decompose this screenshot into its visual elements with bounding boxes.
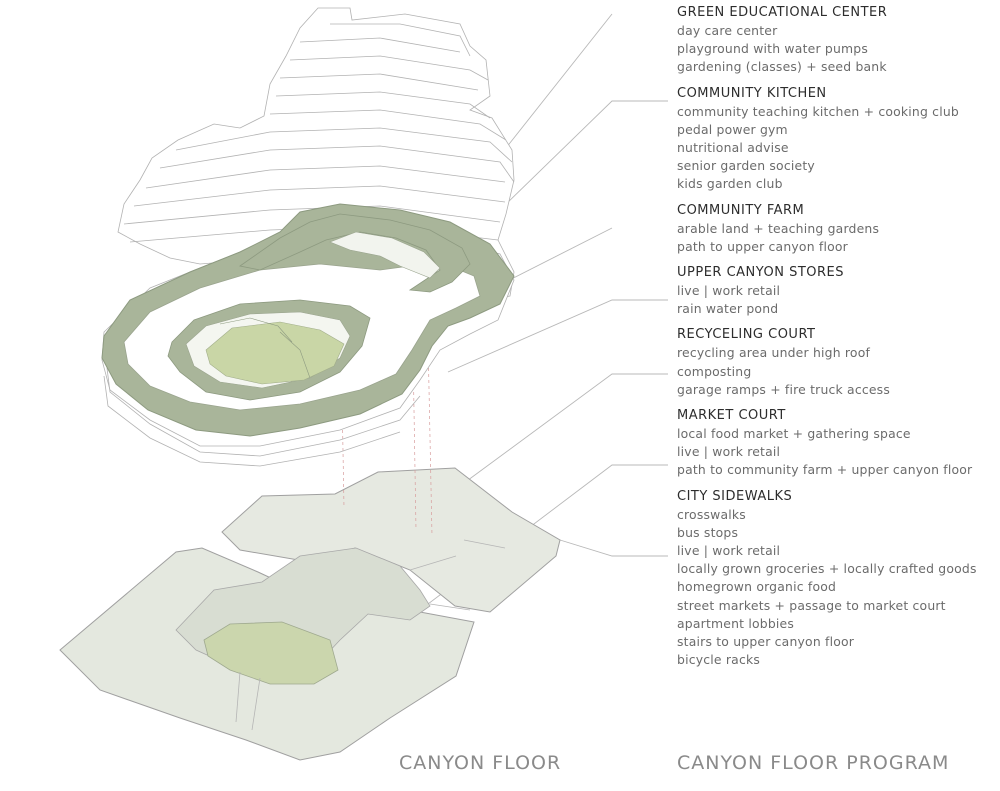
list-item: path to community farm + upper canyon fl… (677, 462, 973, 478)
program-list: GREEN EDUCATIONAL CENTER day care center… (677, 4, 997, 669)
list-item: live | work retail (677, 543, 781, 559)
list-item: rain water pond (677, 301, 779, 317)
leader-line (559, 539, 668, 557)
program-section-community-farm: COMMUNITY FARM arable land + teaching ga… (677, 202, 997, 256)
list-item: live | work retail (677, 444, 781, 460)
list-item: nutritional advise (677, 140, 789, 156)
street-lines (235, 539, 506, 731)
program-section-city-sidewalks: CITY SIDEWALKS crosswalks bus stops live… (677, 488, 997, 670)
list-item: homegrown organic food (677, 579, 837, 595)
list-item: kids garden club (677, 176, 783, 192)
list-item: street markets + passage to market court (677, 597, 946, 613)
leader-line (447, 299, 668, 373)
list-item: bus stops (677, 524, 739, 540)
section-heading: MARKET COURT (677, 408, 786, 424)
list-item: path to upper canyon floor (677, 238, 848, 254)
green-court (203, 621, 339, 685)
section-heading: RECYCELING COURT (677, 327, 816, 343)
list-item: playground with water pumps (677, 41, 868, 57)
leader-line (459, 373, 668, 487)
list-item: stairs to upper canyon floor (677, 634, 855, 650)
list-item: arable land + teaching gardens (677, 220, 880, 236)
section-heading: UPPER CANYON STORES (677, 265, 845, 281)
list-item: pedal power gym (677, 121, 788, 137)
program-section-community-kitchen: COMMUNITY KITCHEN community teaching kit… (677, 85, 997, 194)
section-heading: GREEN EDUCATIONAL CENTER (677, 5, 888, 20)
leader-line (337, 464, 668, 673)
section-heading: COMMUNITY FARM (677, 202, 805, 218)
list-item: composting (677, 363, 752, 379)
section-heading: CITY SIDEWALKS (677, 488, 793, 504)
list-item: day care center (677, 23, 778, 38)
program-section-recycling-court: RECYCELING COURT recycling area under hi… (677, 326, 997, 399)
farm-island (329, 231, 441, 279)
list-item: apartment lobbies (677, 615, 795, 631)
list-item: local food market + gathering space (677, 426, 911, 442)
upper-canyon-ring (101, 203, 515, 437)
rain-water-pond (205, 321, 345, 385)
list-item: gardening (classes) + seed bank (677, 59, 887, 75)
list-item: recycling area under high roof (677, 345, 871, 361)
program-section-green-educational: GREEN EDUCATIONAL CENTER day care center… (677, 4, 997, 77)
caption-canyon-floor-program: CANYON FLOOR PROGRAM (677, 752, 950, 774)
canyon-floor-plates (59, 467, 561, 761)
program-section-upper-canyon-stores: UPPER CANYON STORES live | work retail r… (677, 264, 997, 318)
list-item: locally grown groceries + locally crafte… (677, 561, 977, 577)
section-heading: COMMUNITY KITCHEN (677, 85, 827, 101)
list-item: live | work retail (677, 283, 781, 299)
list-item: senior garden society (677, 158, 815, 174)
leader-line (504, 100, 668, 206)
list-item: bicycle racks (677, 652, 760, 668)
list-item: community teaching kitchen + cooking clu… (677, 103, 959, 119)
list-item: crosswalks (677, 506, 746, 522)
list-item: garage ramps + fire truck access (677, 381, 890, 397)
caption-canyon-floor: CANYON FLOOR (399, 752, 562, 774)
program-section-market-court: MARKET COURT local food market + gatheri… (677, 407, 997, 480)
farm-path (239, 213, 471, 293)
